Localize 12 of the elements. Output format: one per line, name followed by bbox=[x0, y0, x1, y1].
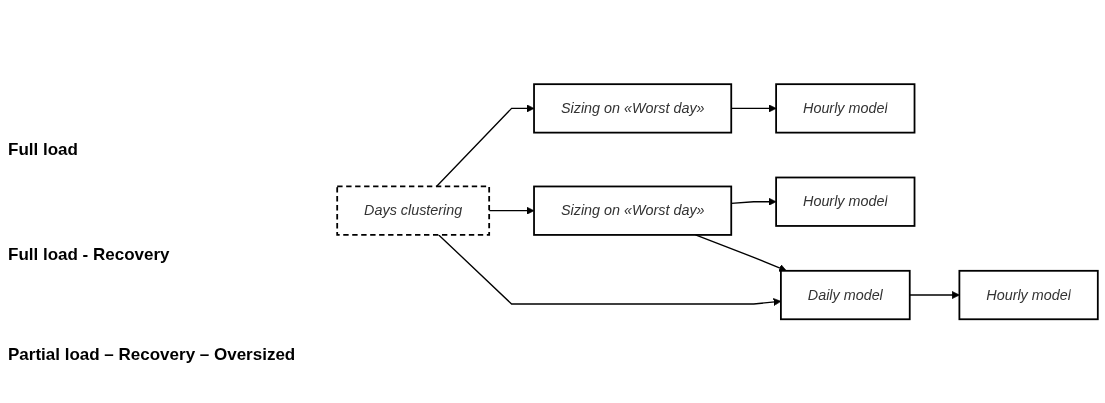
node-box: Daily model bbox=[780, 269, 911, 320]
node-box: Sizing on «Worst day» bbox=[533, 185, 733, 236]
arrow bbox=[909, 290, 960, 299]
node-box: Hourly model bbox=[775, 83, 916, 134]
row-label: Full load bbox=[8, 140, 78, 160]
arrow bbox=[435, 104, 535, 187]
node-box: Hourly model bbox=[775, 176, 916, 227]
node-box: Sizing on «Worst day» bbox=[533, 83, 733, 134]
row-label: Partial load – Recovery – Oversized bbox=[8, 345, 296, 365]
node-box: Hourly model bbox=[958, 269, 1099, 320]
row-label: Full load - Recovery bbox=[8, 245, 170, 265]
node-box: Days clustering bbox=[336, 185, 491, 236]
